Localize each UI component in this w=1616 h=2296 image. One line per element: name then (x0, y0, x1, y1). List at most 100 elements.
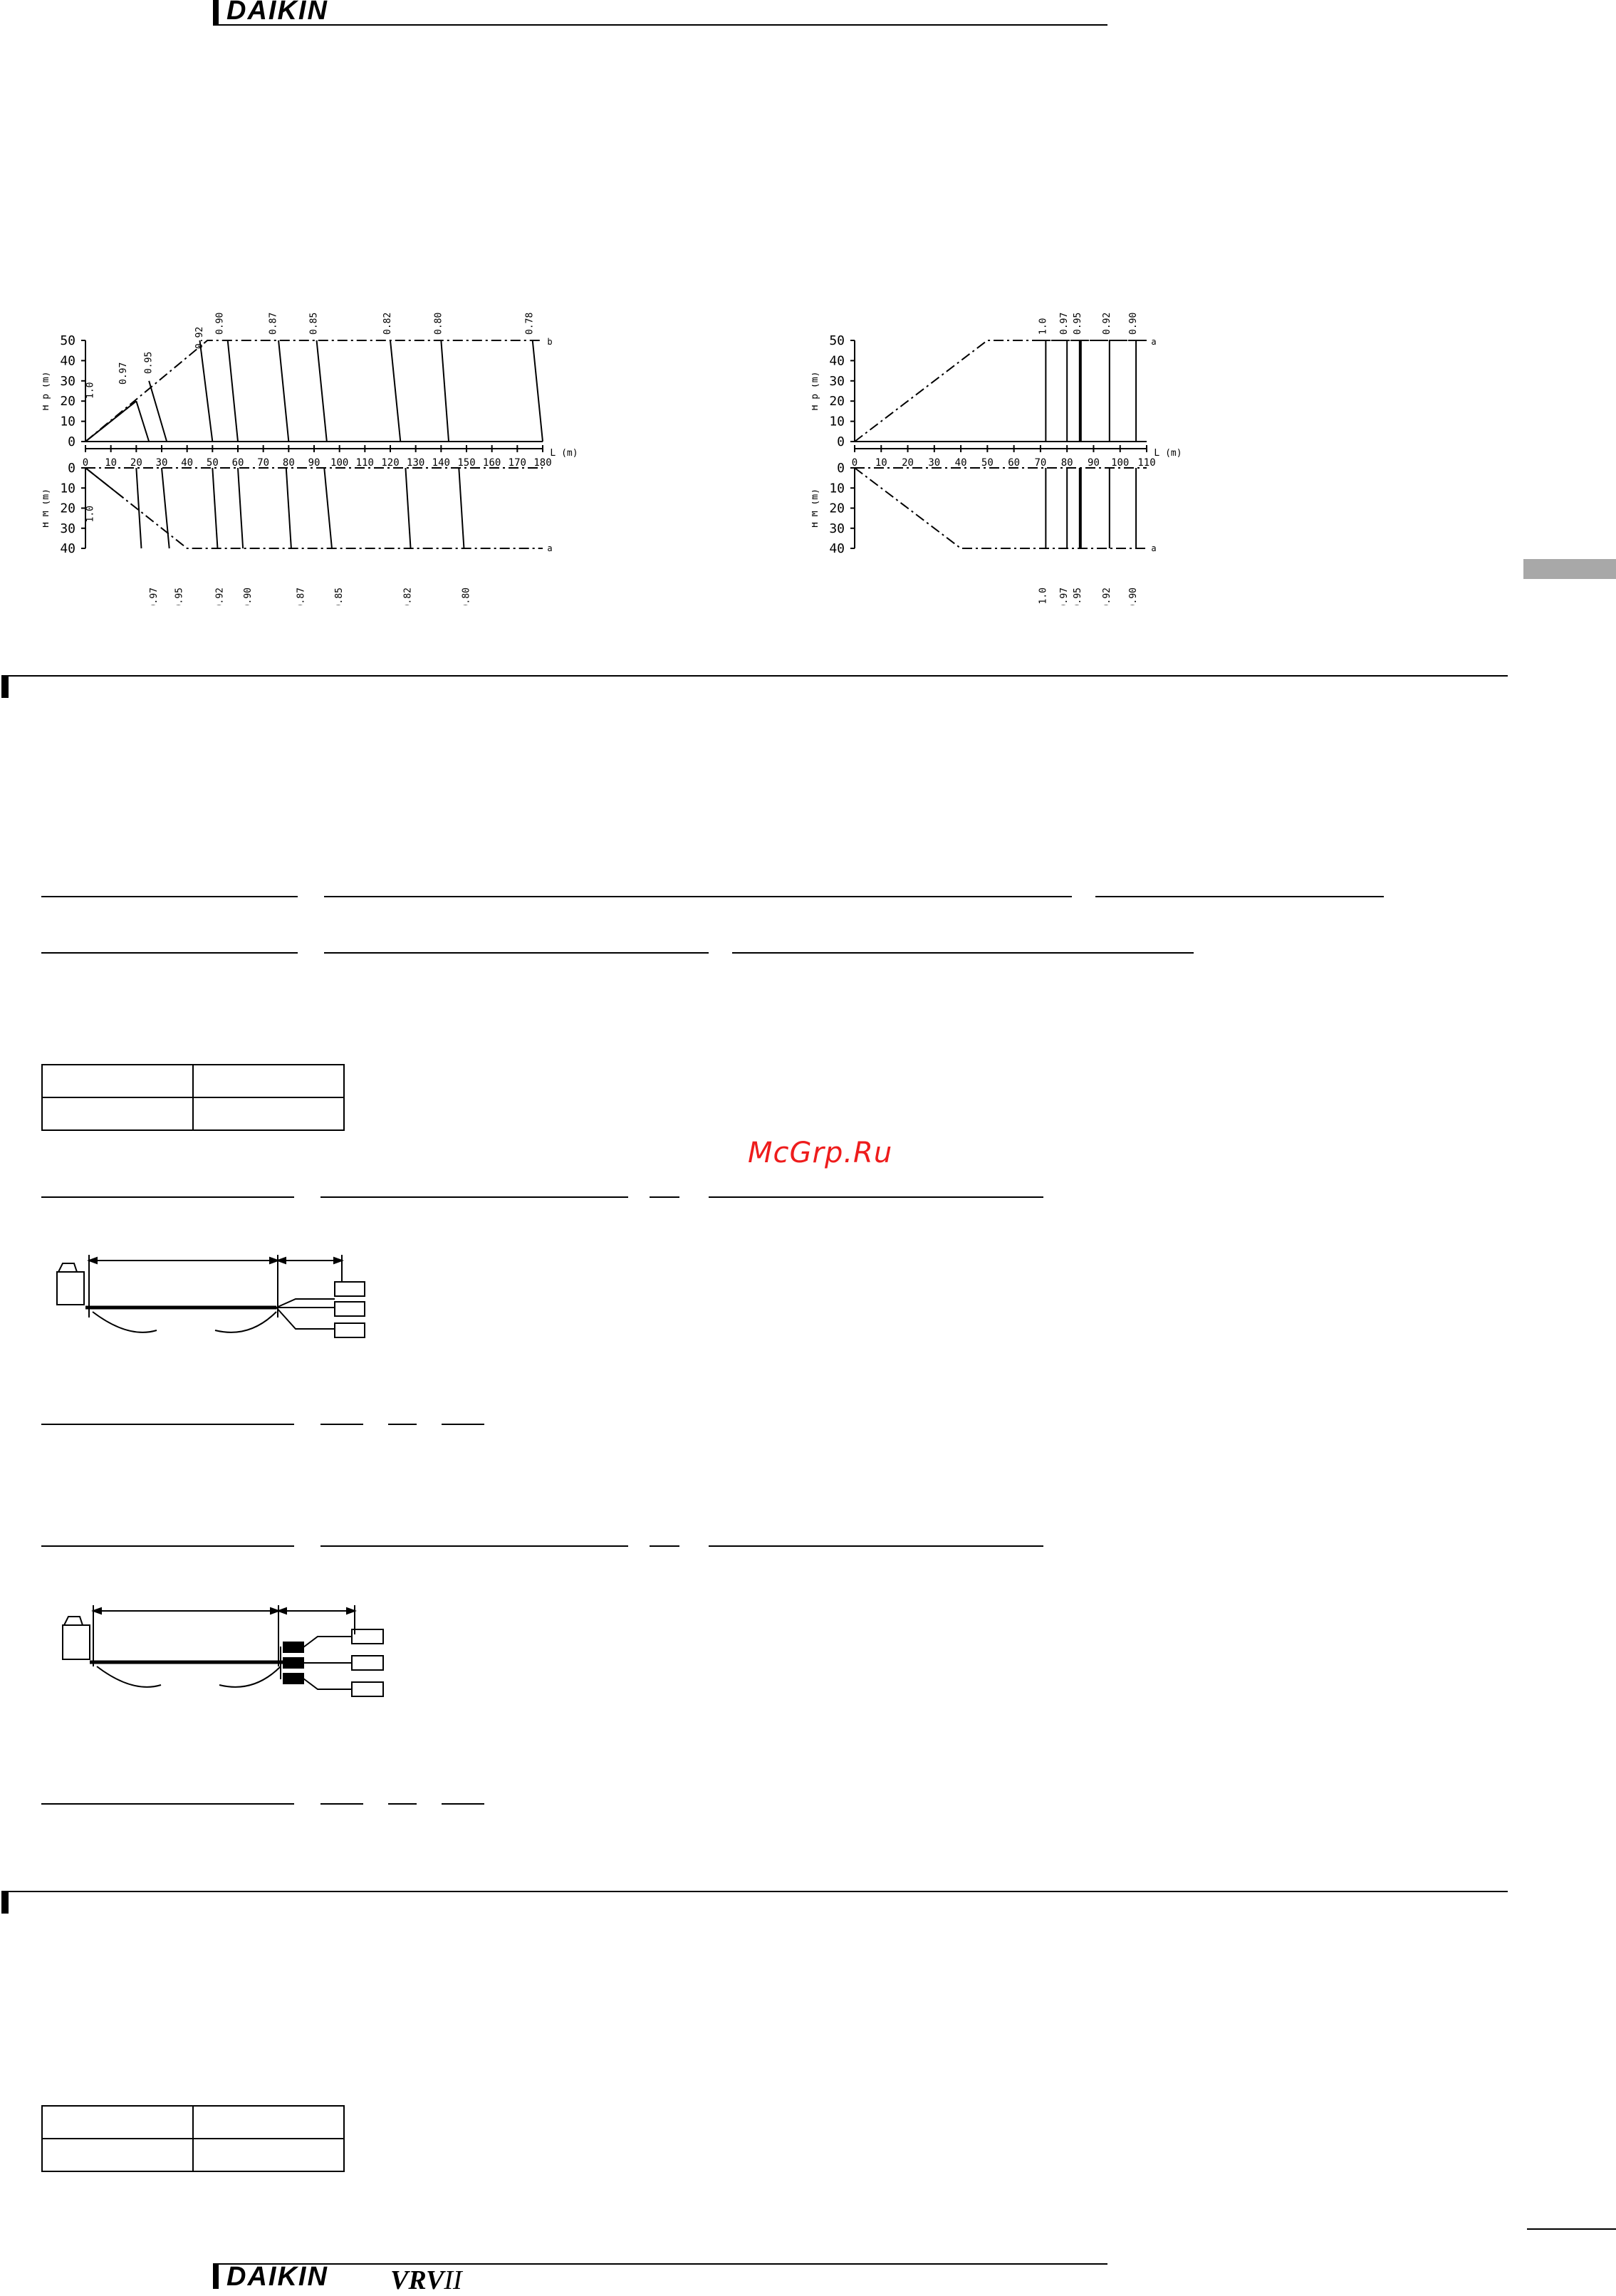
x-tick-label: 50 (207, 457, 219, 469)
form-line (320, 1803, 363, 1805)
wiring-diagram-2 (62, 1605, 384, 1697)
x-tick-label: 70 (257, 457, 269, 469)
x-tick-label: 120 (381, 457, 399, 469)
x-tick-label: 30 (156, 457, 168, 469)
x-tick-label: 10 (875, 457, 887, 469)
form-line (41, 952, 298, 954)
correction-label-top: 0.85 (309, 313, 320, 335)
correction-label-bottom: 0.85 (334, 588, 345, 605)
x-tick-label: 160 (483, 457, 501, 469)
y-tick-label: 30 (829, 521, 845, 536)
table-cell (41, 1064, 194, 1098)
section-side-tab (1523, 559, 1616, 579)
correction-line-top (85, 400, 137, 442)
correction-line-bottom (285, 467, 292, 549)
y-tick-label: 0 (68, 434, 75, 449)
correction-label-top: 0.92 (194, 327, 205, 349)
x-tick-label: 170 (509, 457, 526, 469)
x-tick-label: 90 (1088, 457, 1100, 469)
correction-label-top: 0.87 (269, 313, 279, 335)
correction-label-bottom: 0.92 (215, 588, 226, 605)
correction-label-top: 1.0 (85, 382, 96, 399)
envelope-bottom (85, 467, 543, 549)
x-tick-label: 0 (852, 457, 857, 469)
y-axis-label-top: H p (m) (43, 372, 51, 411)
correction-line-bottom (458, 467, 465, 549)
correction-label-bottom: 0.97 (149, 588, 160, 605)
form-line (41, 1545, 294, 1547)
wiring-diagram-1 (56, 1255, 365, 1338)
x-tick-label: 110 (356, 457, 374, 469)
x-tick-label: 10 (105, 457, 117, 469)
y-tick-label: 20 (829, 394, 845, 409)
x-tick-label: 0 (83, 457, 88, 469)
correction-line-bottom (237, 467, 244, 549)
x-tick-label: 150 (457, 457, 475, 469)
y-axis-label-bottom: H M (m) (43, 489, 51, 528)
form-line (1095, 896, 1384, 897)
page-number-tab (1527, 2228, 1616, 2230)
table-cell (192, 1097, 345, 1131)
table-cell (192, 1064, 345, 1098)
y-tick-label: 10 (829, 481, 845, 496)
envelope-top (85, 340, 543, 442)
correction-label-top: 0.90 (1128, 313, 1139, 335)
y-axis-label-top: H p (m) (812, 372, 820, 411)
x-tick-label: 80 (1061, 457, 1073, 469)
correction-label-bottom: 0.95 (174, 588, 185, 605)
product-name: VRV (390, 2265, 444, 2295)
form-line (442, 1424, 484, 1425)
x-tick-label: 100 (330, 457, 348, 469)
y-tick-label: 0 (68, 461, 75, 476)
envelope-top (854, 340, 1147, 442)
section-marker-1 (1, 677, 9, 698)
x-tick-label: 30 (928, 457, 940, 469)
spec-table-1 (41, 1064, 345, 1131)
end-label-bottom: a (1151, 543, 1156, 553)
correction-line-top (135, 400, 150, 442)
x-tick-label: 110 (1137, 457, 1155, 469)
section-marker-2 (1, 1892, 9, 1914)
y-tick-label: 40 (829, 541, 845, 556)
correction-line-top (390, 340, 402, 442)
header-rule (213, 24, 1107, 26)
correction-label-top: 0.97 (118, 362, 129, 385)
x-tick-label: 70 (1034, 457, 1046, 469)
header-marker (213, 0, 219, 26)
correction-line-top (316, 340, 328, 442)
x-tick-label: 80 (283, 457, 295, 469)
x-tick-label: 140 (432, 457, 450, 469)
form-line (388, 1803, 417, 1805)
correction-label-top: 1.0 (1038, 318, 1048, 335)
correction-label-top: 0.90 (215, 313, 226, 335)
correction-label-bottom: 0.92 (1102, 588, 1112, 605)
y-tick-label: 0 (837, 461, 845, 476)
footer-marker (213, 2263, 219, 2289)
table-cell (192, 2138, 345, 2172)
correction-line-bottom (405, 467, 412, 549)
x-tick-label: 60 (232, 457, 244, 469)
table-cell (41, 1097, 194, 1131)
footer-rule (213, 2263, 1107, 2265)
y-tick-label: 20 (60, 501, 75, 516)
spec-table-2 (41, 2105, 345, 2172)
correction-label-top: 0.97 (1059, 313, 1070, 335)
section-rule-1 (1, 675, 1508, 677)
y-tick-label: 50 (60, 333, 75, 348)
x-axis-label: L (m) (550, 448, 578, 459)
correction-label-top: 0.82 (382, 313, 393, 335)
table-cell (41, 2138, 194, 2172)
x-tick-label: 60 (1008, 457, 1020, 469)
x-tick-label: 20 (130, 457, 142, 469)
correction-label-bottom: 1.0 (85, 506, 96, 522)
correction-label-bottom: 0.97 (1059, 588, 1070, 605)
table-cell (192, 2105, 345, 2139)
y-tick-label: 30 (829, 374, 845, 389)
form-line (41, 896, 298, 897)
form-line (388, 1424, 417, 1425)
correction-label-top: 0.78 (525, 313, 536, 335)
y-tick-label: 50 (829, 333, 845, 348)
form-line (650, 1545, 679, 1547)
y-tick-label: 30 (60, 521, 75, 536)
